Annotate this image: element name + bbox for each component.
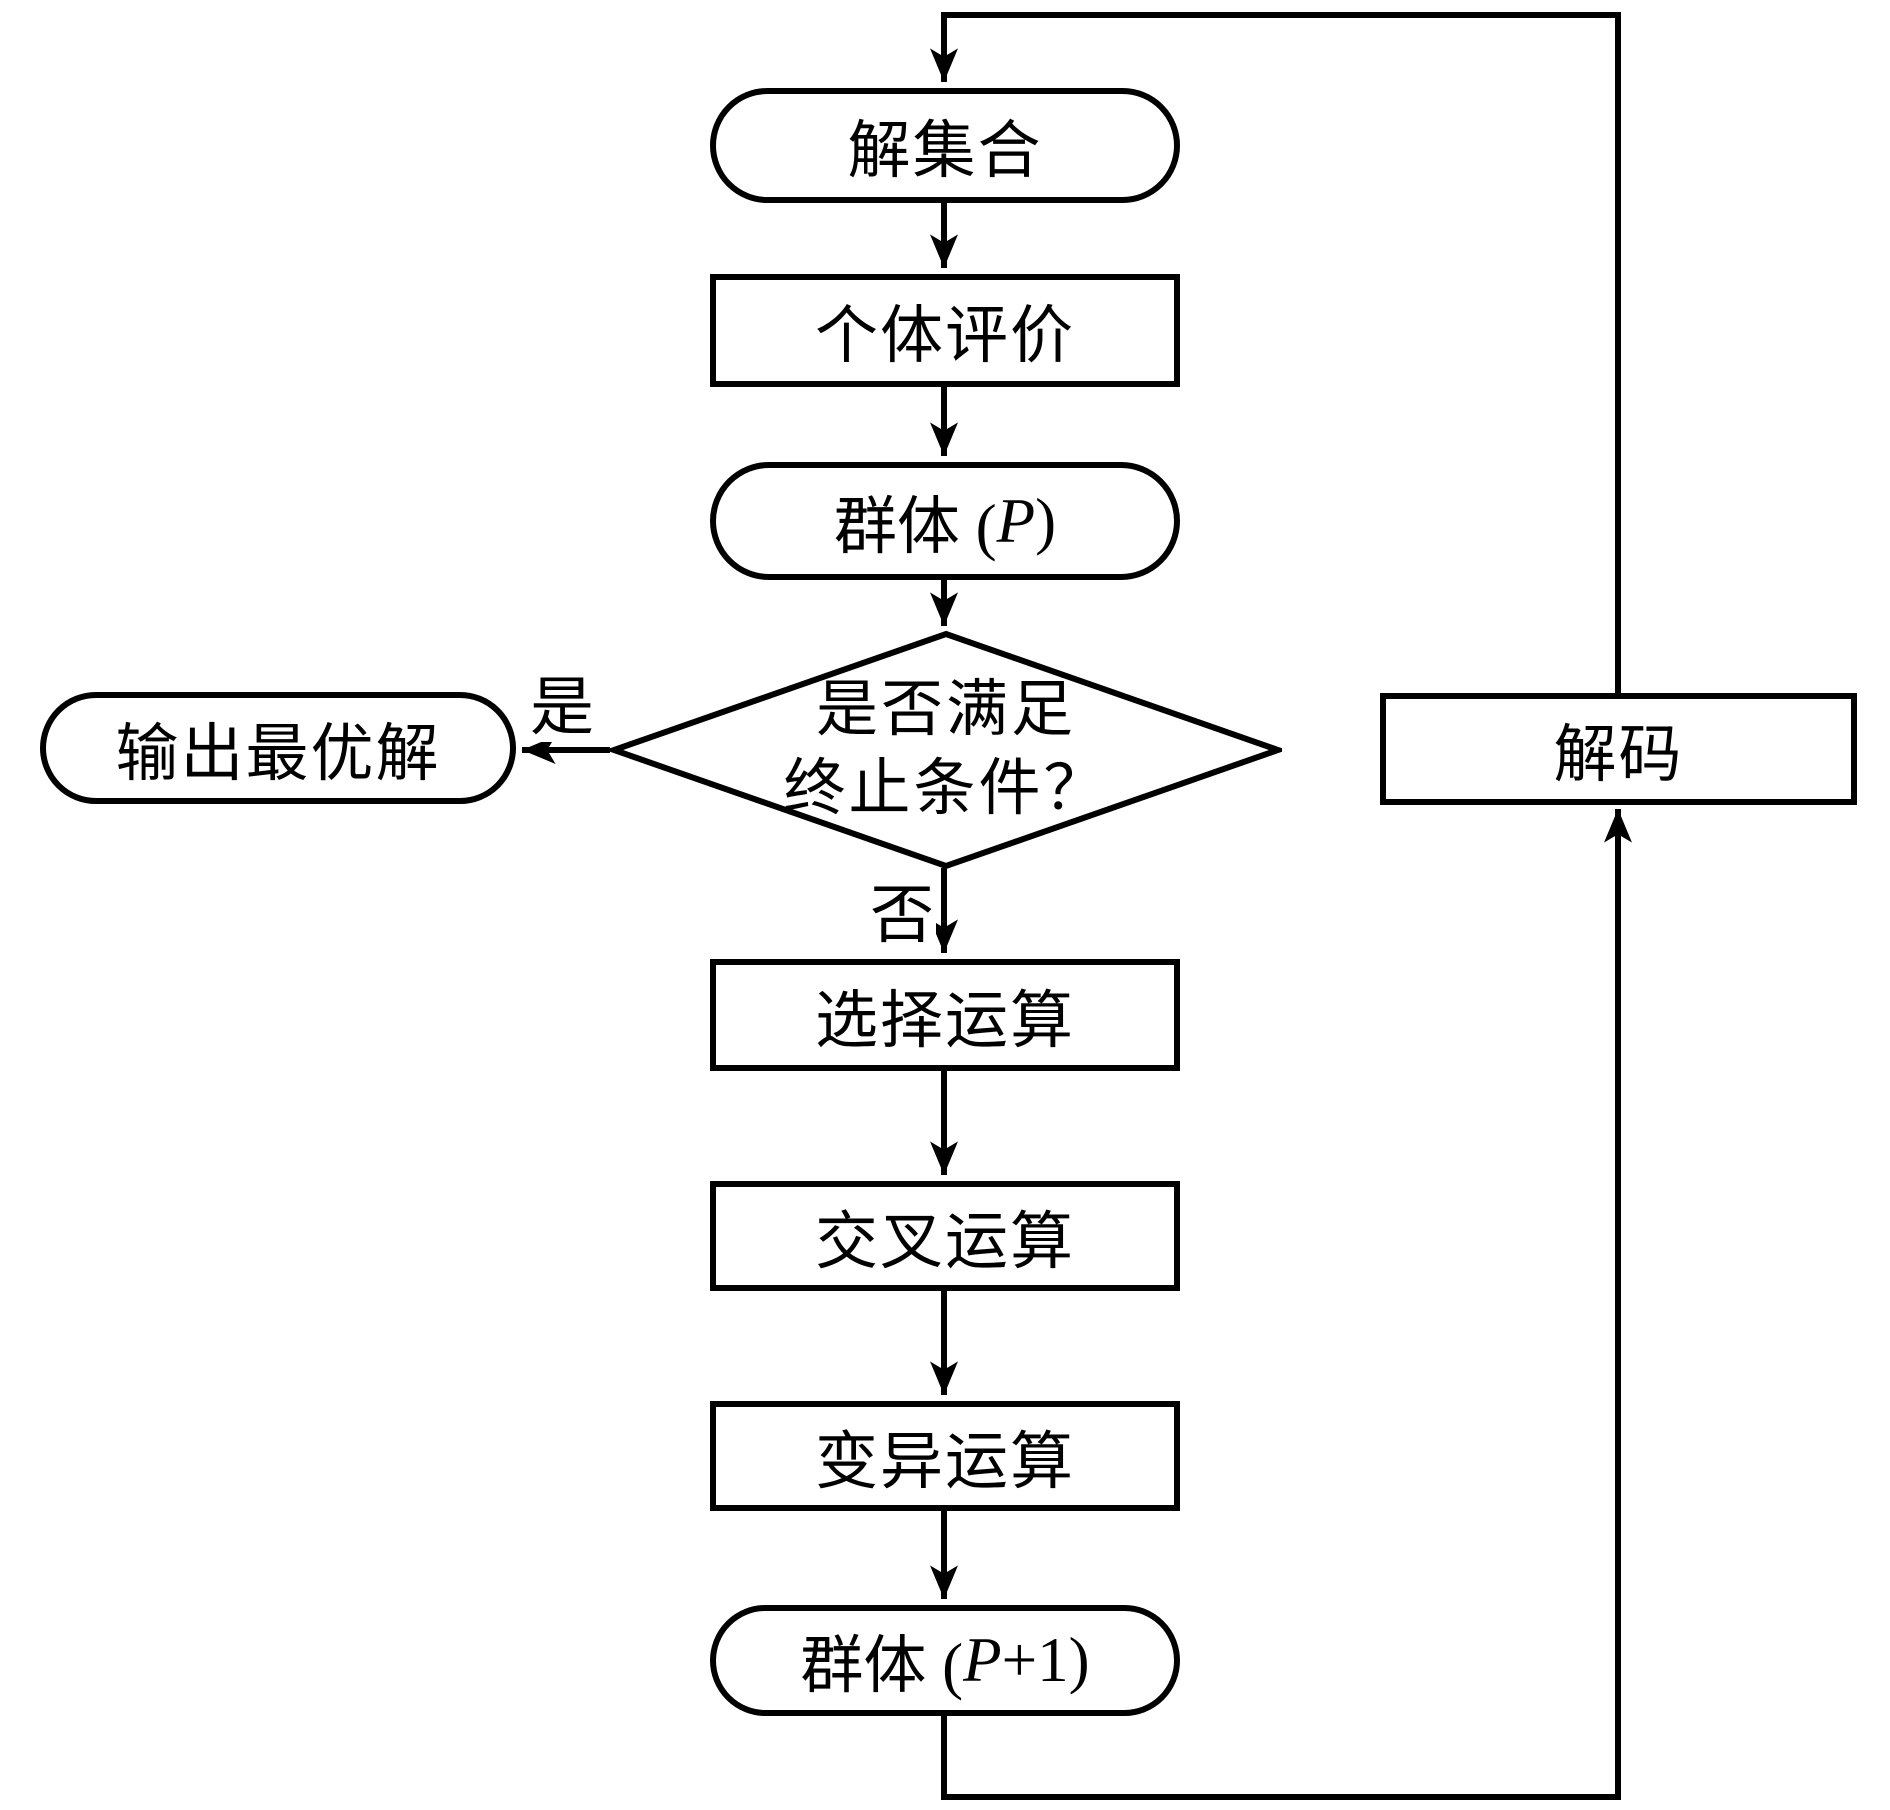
crossover-op-label: 交叉运算: [815, 1206, 1075, 1277]
population-p1-label-prefix: 群体 (: [800, 1631, 964, 1701]
population-p1-label-var: P: [963, 1625, 1002, 1695]
population-p1-node: 群体 (P+1): [710, 1605, 1180, 1716]
output-node: 输出最优解: [40, 692, 516, 804]
mutation-op-label: 变异运算: [815, 1426, 1075, 1497]
mutation-op-node: 变异运算: [710, 1401, 1180, 1511]
evaluate-node-label: 个体评价: [815, 301, 1075, 371]
output-node-label: 输出最优解: [115, 718, 441, 789]
decision-label-line1: 是否满足: [815, 675, 1076, 744]
population-p1-label-suffix: +1): [1001, 1625, 1090, 1695]
decision-node-label: 是否满足 终止条件？: [610, 630, 1282, 870]
decision-node: 是否满足 终止条件？: [610, 630, 1282, 870]
decision-label-line2: 终止条件？: [783, 755, 1109, 823]
edge-population-p1-to-decode: [941, 809, 1632, 1800]
evaluate-node: 个体评价: [710, 274, 1180, 387]
population-p-node: 群体 (P): [710, 462, 1180, 580]
population-p-label-prefix: 群体 (: [833, 491, 997, 562]
decode-node-label: 解码: [1553, 719, 1684, 790]
select-op-node: 选择运算: [710, 959, 1180, 1071]
decode-node: 解码: [1380, 693, 1857, 805]
start-node: 解集合: [710, 88, 1180, 203]
select-op-label: 选择运算: [815, 985, 1075, 1056]
decision-diamond-shape: [610, 630, 1282, 870]
population-p-label-var: P: [996, 485, 1036, 556]
crossover-op-node: 交叉运算: [710, 1181, 1180, 1291]
edge-decode-to-start: [930, 12, 1621, 693]
start-node-label: 解集合: [847, 116, 1043, 186]
edge-label-yes: 是: [528, 672, 596, 743]
edge-label-no: 否: [868, 880, 936, 951]
population-p-label-suffix: ): [1035, 485, 1057, 556]
